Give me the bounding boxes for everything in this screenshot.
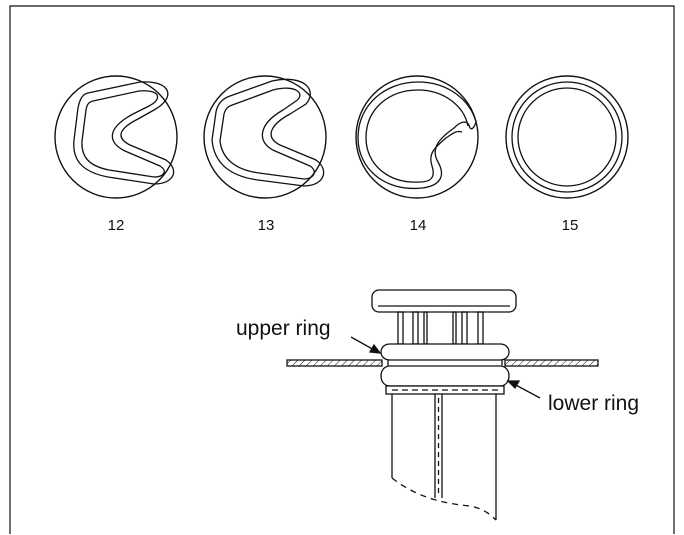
plug-assembly — [286, 289, 599, 521]
figure-number-14: 14 — [410, 217, 427, 234]
figure-13 — [203, 75, 327, 199]
figure-14 — [355, 75, 479, 199]
circle-outline — [54, 75, 178, 199]
deformed-ring — [211, 78, 325, 187]
posts — [397, 311, 484, 345]
figure-frame — [9, 5, 675, 534]
circle-outline — [505, 75, 629, 199]
figure-number-15: 15 — [562, 217, 579, 234]
deformed-ring — [73, 81, 175, 185]
tube-break — [391, 477, 497, 521]
circle-outline — [355, 75, 479, 199]
ring-outer — [511, 81, 623, 193]
upper-ring-label: upper ring — [236, 317, 331, 340]
panel-left — [286, 359, 383, 367]
figure-12 — [54, 75, 178, 199]
figure-number-12: 12 — [108, 217, 125, 234]
lower-ring-shape — [380, 365, 510, 387]
tube — [391, 394, 497, 520]
panel-right — [504, 359, 599, 367]
circle-outline — [203, 75, 327, 199]
leader-arrows — [350, 336, 541, 399]
lower-ring-label: lower ring — [548, 392, 639, 415]
figure-number-13: 13 — [258, 217, 275, 234]
deformed-ring — [357, 81, 477, 190]
cap — [371, 289, 517, 313]
figure-15 — [505, 75, 629, 199]
ring-inner — [517, 87, 617, 187]
upper-ring-shape — [380, 343, 510, 361]
